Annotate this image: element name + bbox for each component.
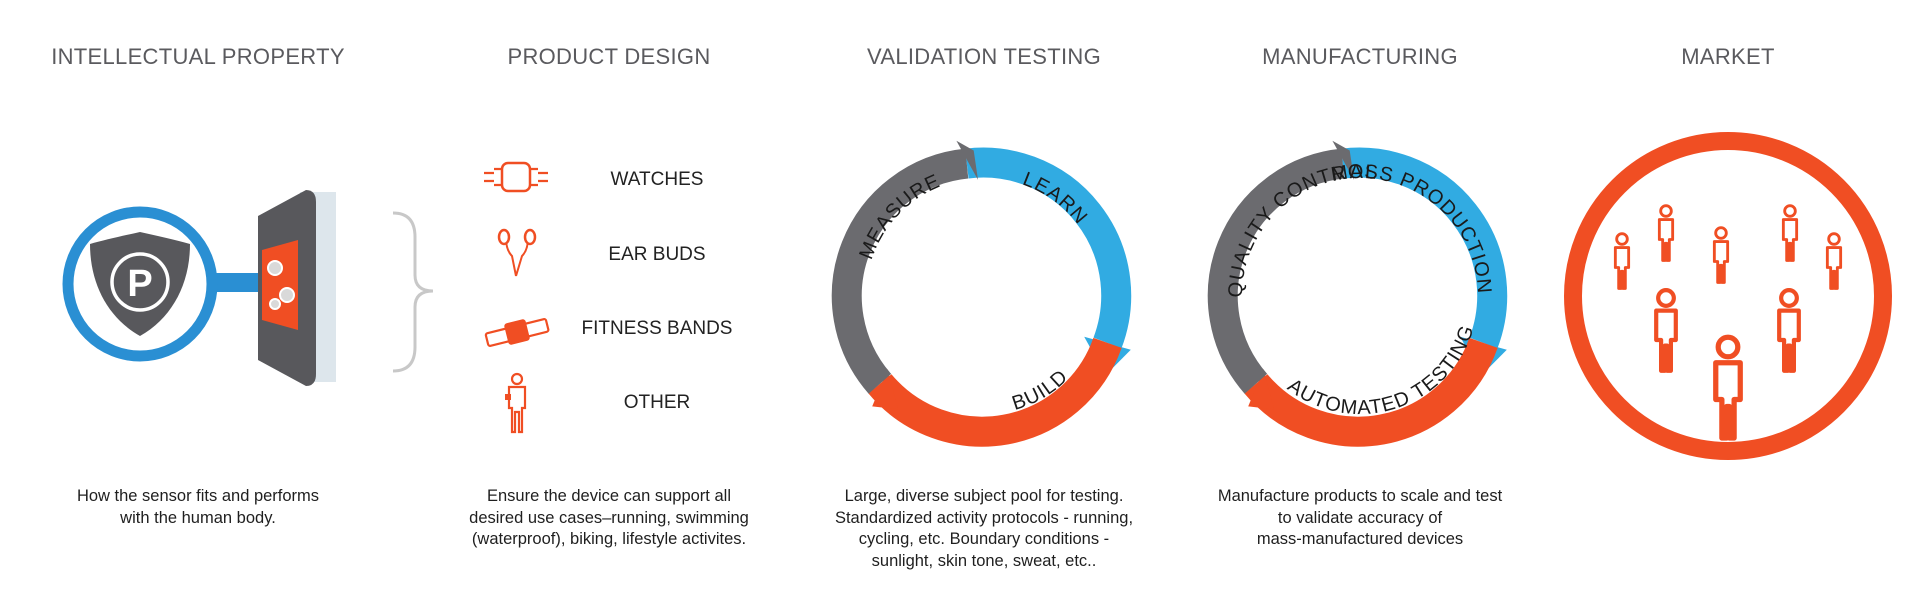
cycle-arc-measure (831, 148, 969, 394)
description-validation-testing: Large, diverse subject pool for testing.… (834, 487, 1134, 570)
shield-letter: P (127, 263, 152, 305)
cycle-arc-build (868, 337, 1122, 447)
description-intellectual-property: How the sensor fits and performs with th… (76, 487, 320, 527)
market-diagram (1564, 132, 1892, 460)
manufacturing-cycle: MASS PRODUCTION AUTOMATED TESTING QUALIT… (1207, 140, 1508, 447)
ip-diagram: P (62, 190, 336, 386)
product-label-fitness-bands: FITNESS BANDS (581, 318, 733, 339)
earbuds-icon (497, 228, 537, 277)
cycle-arc-learn (964, 147, 1132, 349)
fitness-band-icon (484, 318, 550, 347)
cycle-arc-automated-testing (1244, 337, 1498, 447)
description-manufacturing: Manufacture products to scale and test t… (1217, 487, 1503, 548)
title-market: MARKET (1681, 44, 1775, 69)
cycle-arrow-automated-testing (1248, 369, 1274, 410)
title-intellectual-property: INTELLECTUAL PROPERTY (51, 44, 345, 69)
person-device-icon (505, 372, 527, 434)
curly-bracket (392, 211, 434, 373)
description-product-design: Ensure the device can support all desire… (469, 487, 749, 548)
shield-icon: P (90, 232, 190, 336)
cycle-arc-mass-production (1340, 147, 1508, 349)
product-label-earbuds: EAR BUDS (608, 244, 706, 265)
sensor-chip-icon (262, 240, 298, 330)
title-manufacturing: MANUFACTURING (1262, 44, 1458, 69)
watch-icon (484, 161, 548, 193)
cycle-arc-quality-control (1207, 148, 1345, 394)
validation-cycle: LEARN BUILD MEASURE (831, 140, 1132, 447)
product-label-other: OTHER (623, 392, 691, 413)
market-circle (1564, 132, 1892, 460)
product-label-watches: WATCHES (610, 169, 704, 190)
title-validation-testing: VALIDATION TESTING (867, 44, 1101, 69)
title-product-design: PRODUCT DESIGN (507, 44, 711, 69)
cycle-arrow-build (872, 369, 898, 410)
